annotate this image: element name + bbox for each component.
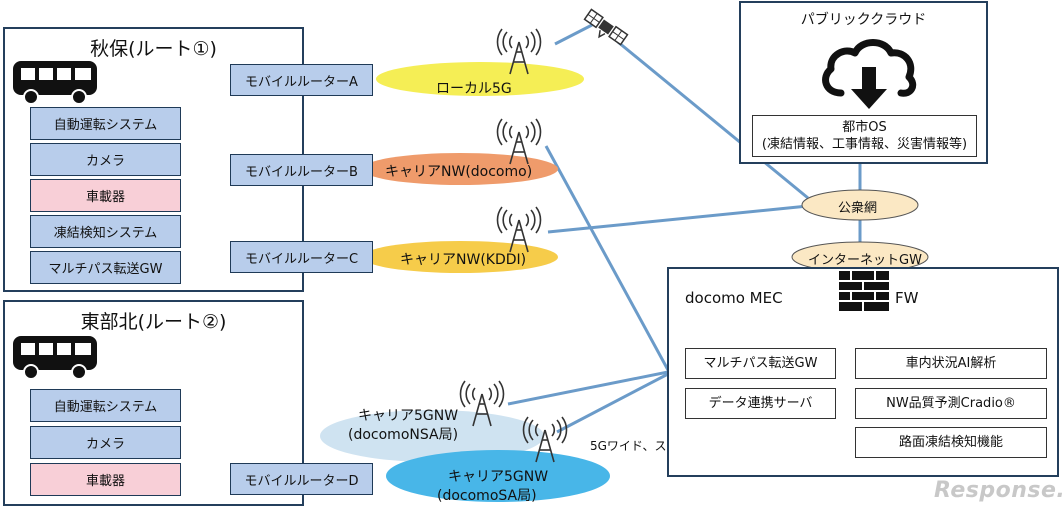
mec-data-server: データ連携サーバ [685,388,836,419]
mec-title: docomo MEC [685,289,783,307]
city-os-detail: (凍結情報、工事情報、災害情報等) [761,137,968,152]
internet-gw-label: インターネットGW [808,253,922,268]
route2-system-onboard: 車載器 [30,463,181,496]
bus-icon [13,61,97,105]
mec-nw-quality: NW品質予測Cradio® [855,388,1047,419]
kddi-nw-label: キャリアNW(KDDI) [400,252,527,268]
public-net-label: 公衆網 [838,201,878,216]
city-os-title: 都市OS [842,120,887,135]
antenna-icon [496,206,542,253]
mec-ice-detect: 路面凍結検知機能 [855,427,1047,458]
route2-title: 東部北(ルート②) [80,311,227,333]
cloud-download-icon [822,39,917,109]
public-net-ellipse [801,189,919,221]
router-a: モバイルルーターA [230,64,373,96]
mec-panel: docomo MEC FW マルチパス転送GW データ連携サーバ 車内状況AI解… [667,267,1059,477]
cloud-title: パブリッククラウド [800,12,927,28]
route1-title: 秋保(ルート①) [90,38,217,60]
router-c: モバイルルーターC [230,241,373,273]
antenna-icon [496,118,542,165]
nsa-ellipse [320,410,544,462]
sa-label-line2: (docomoSA局) [437,488,537,504]
antenna-icon [496,28,542,75]
route1-system-onboard: 車載器 [30,179,181,212]
router-b: モバイルルーターB [230,154,373,186]
mec-multipath-gw: マルチパス転送GW [685,348,836,379]
local5g-label: ローカル5G [436,81,512,97]
sa-label-line1: キャリア5GNW [448,469,549,485]
bus-icon [13,336,97,380]
firewall-icon [839,271,889,311]
public-cloud-panel: パブリッククラウド 都市OS (凍結情報、工事情報、災害情報等) [739,1,988,164]
response-watermark-logo: Response. [934,478,1062,503]
route2-system-autodrive: 自動運転システム [30,389,181,422]
nsa-label-line2: (docomoNSA局) [348,427,459,443]
route1-system-camera: カメラ [30,143,181,176]
network-links [507,23,862,434]
mec-ai-analysis: 車内状況AI解析 [855,348,1047,379]
route1-system-multipath-gw: マルチパス転送GW [30,251,181,284]
antenna-icon [459,380,505,427]
antenna-icon [522,416,568,463]
route2-system-camera: カメラ [30,426,181,459]
satellite-icon [583,8,629,46]
local5g-ellipse [376,62,584,96]
router-d: モバイルルーターD [230,463,373,495]
nsa-label-line1: キャリア5GNW [358,408,459,424]
fw-label: FW [895,289,919,307]
kddi-ellipse [362,241,558,273]
city-os-box: 都市OS (凍結情報、工事情報、災害情報等) [752,115,977,157]
docomo-nw-label: キャリアNW(docomo) [385,164,533,180]
sa-ellipse [386,450,610,502]
docomo-ellipse [362,153,558,185]
route1-system-icedetect: 凍結検知システム [30,215,181,248]
route1-system-autodrive: 自動運転システム [30,107,181,140]
